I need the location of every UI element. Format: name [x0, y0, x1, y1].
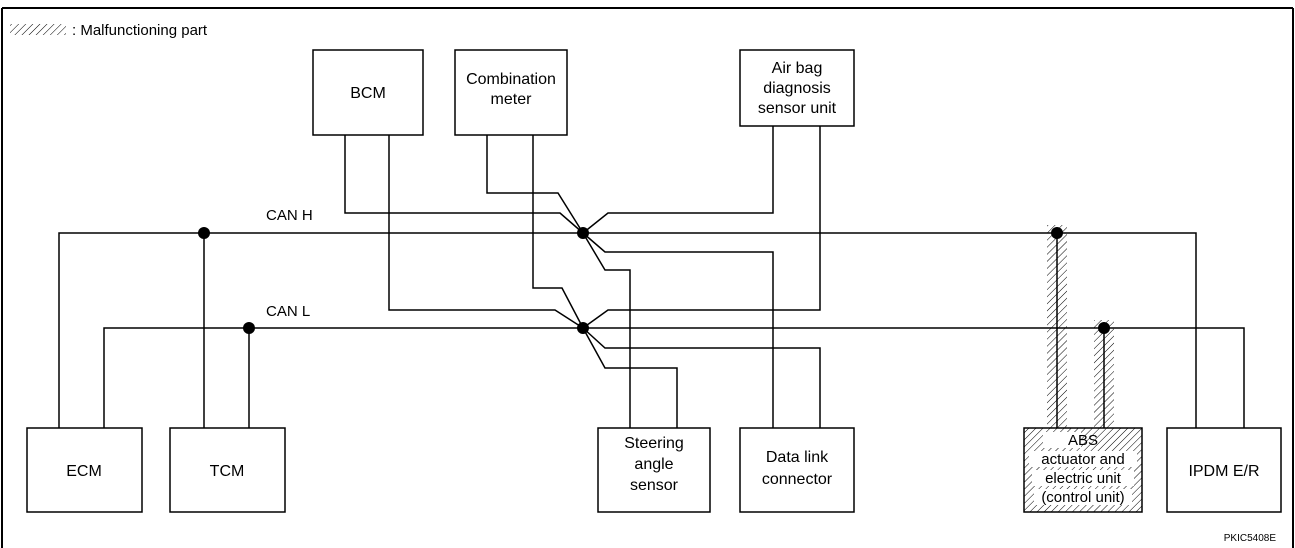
- label-line: BCM: [350, 85, 386, 102]
- label-line: Data link: [766, 449, 829, 466]
- figure-id: PKIC5408E: [1224, 533, 1277, 544]
- label-line: IPDM E/R: [1188, 463, 1259, 480]
- can-l-bus-line: [103, 327, 1245, 428]
- can-l-junction-tcm: [243, 322, 255, 334]
- data-link-connector-box: [739, 427, 855, 513]
- label-line: TCM: [210, 463, 245, 480]
- steering-angle-sensor-label: Steering angle sensor: [624, 435, 684, 494]
- label-line: sensor: [630, 477, 679, 494]
- data-link-connector-label: Data link connector: [762, 449, 833, 488]
- label-line: ABS: [1068, 432, 1098, 449]
- label-line: ECM: [66, 463, 102, 480]
- label-line: connector: [762, 471, 833, 488]
- bcm-can-h-wire: [344, 135, 584, 234]
- ipdm-box: [1166, 427, 1282, 513]
- tcm-label: TCM: [210, 463, 245, 480]
- meter-can-l-wire: [532, 135, 584, 329]
- airbag-can-h-wire: [582, 126, 774, 234]
- legend-text: : Malfunctioning part: [72, 22, 208, 39]
- tcm-box: [169, 427, 286, 513]
- junction-dots: [198, 227, 1110, 334]
- label-line: diagnosis: [763, 80, 831, 97]
- legend-hatch-swatch: [10, 24, 66, 35]
- can-l-junction-abs: [1098, 322, 1110, 334]
- wiring: [58, 126, 1245, 428]
- ecm-box: [26, 427, 143, 513]
- airbag-can-l-wire: [582, 126, 821, 329]
- steering-can-h-wire: [582, 232, 631, 428]
- can-h-label: CAN H: [266, 207, 313, 224]
- can-l-junction-center: [577, 322, 589, 334]
- ecm-label: ECM: [66, 463, 102, 480]
- diagram-frame: [1, 7, 1294, 548]
- label-line: Air bag: [772, 60, 823, 77]
- label-line: meter: [491, 91, 533, 108]
- label-line: sensor unit: [758, 100, 837, 117]
- bcm-box: [312, 49, 424, 136]
- abs-label-bg: [1029, 432, 1137, 505]
- label-line: Steering: [624, 435, 684, 452]
- bcm-can-l-wire: [388, 135, 584, 329]
- can-h-bus-line: [58, 232, 1197, 428]
- unit-boxes: [26, 49, 1282, 513]
- ipdm-label: IPDM E/R: [1188, 463, 1259, 480]
- can-h-junction-tcm: [198, 227, 210, 239]
- datalink-can-h-wire: [582, 232, 774, 428]
- combination-meter-box: [454, 49, 568, 136]
- unit-labels: BCM Combination meter Air bag diagnosis sen…: [66, 60, 1259, 506]
- label-line: actuator and: [1041, 451, 1124, 468]
- label-line: Combination: [466, 71, 556, 88]
- steering-angle-sensor-box: [597, 427, 711, 513]
- label-line: angle: [634, 456, 673, 473]
- meter-can-h-wire: [486, 135, 584, 234]
- datalink-can-l-wire: [582, 327, 821, 428]
- label-line: electric unit: [1045, 470, 1122, 487]
- legend: : Malfunctioning part: [10, 22, 208, 39]
- steering-can-l-wire: [582, 327, 678, 428]
- can-h-junction-center: [577, 227, 589, 239]
- can-l-label: CAN L: [266, 303, 310, 320]
- airbag-label: Air bag diagnosis sensor unit: [758, 60, 837, 117]
- label-line: (control unit): [1041, 489, 1124, 506]
- airbag-box: [739, 49, 855, 127]
- can-h-junction-abs: [1051, 227, 1063, 239]
- abs-label: ABS actuator and electric unit (control uni…: [1041, 432, 1124, 506]
- combination-meter-label: Combination meter: [466, 71, 556, 108]
- bcm-label: BCM: [350, 85, 386, 102]
